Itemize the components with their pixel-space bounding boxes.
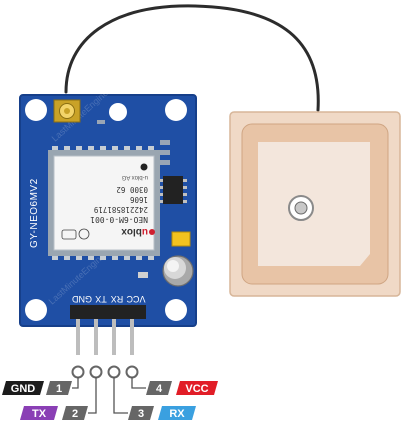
- antenna-patch: [258, 142, 370, 266]
- tantalum-capacitor: [171, 231, 191, 247]
- pin-number-3: 3: [138, 408, 144, 420]
- smd-component: [97, 120, 105, 124]
- smd-component: [160, 150, 170, 155]
- mount-hole-top-mid: [109, 103, 127, 121]
- antenna-feed-point: [294, 201, 308, 215]
- pin1-marker: [140, 163, 148, 171]
- pin-tag-tx-text: TX: [32, 408, 47, 420]
- pin-header: [70, 305, 146, 355]
- pin-tag-gnd-text: GND: [11, 383, 36, 395]
- pin-tag-gnd: [2, 381, 44, 395]
- pin-number-1: 1: [56, 383, 62, 395]
- pin-number-2: 2: [72, 408, 78, 420]
- module-code2: 0300 62: [116, 185, 148, 194]
- certification-marks: [61, 228, 90, 240]
- mount-hole-top-left: [25, 99, 47, 121]
- brand-dot: [149, 229, 155, 235]
- pin-tag-vcc-text: VCC: [185, 383, 208, 395]
- mount-hole-top-right: [165, 99, 187, 121]
- pin-tag-rx-text: RX: [169, 408, 185, 420]
- pin-label-4: 4 VCC: [146, 381, 218, 395]
- mount-hole-bottom-right: [165, 299, 187, 321]
- eeprom-chip: [163, 176, 183, 204]
- pin-contact-1: [71, 365, 85, 379]
- mount-hole-bottom-left: [25, 299, 47, 321]
- header-label-tx: TX: [95, 294, 107, 304]
- header-label-rx: RX: [111, 294, 124, 304]
- pin-label-2: TX 2: [20, 406, 88, 420]
- pin-contacts: [71, 365, 139, 379]
- pin-contact-3: [107, 365, 121, 379]
- module-code1: 1606: [129, 195, 148, 204]
- module-serial: 242218581719: [94, 205, 148, 214]
- pin-label-3: 3 RX: [128, 406, 196, 420]
- module-small: u-blox AG: [121, 174, 148, 180]
- pin-labels: GND 1 TX 2 3 RX 4 VCC: [2, 381, 218, 420]
- header-label-vcc: VCC: [126, 294, 146, 304]
- pin-number-2-box: [62, 406, 88, 420]
- patch-antenna: [229, 111, 401, 297]
- header-housing: [70, 305, 146, 319]
- pin-tag-tx: [20, 406, 58, 420]
- header-label-gnd: GND: [72, 294, 93, 304]
- module-text: ublox NEO-6M-0-001 242218581719 1606 030…: [61, 163, 155, 240]
- pin-number-3-box: [128, 406, 154, 420]
- leader-lines: [72, 377, 146, 414]
- pin-contact-4: [125, 365, 139, 379]
- pin-label-1: GND 1: [2, 381, 72, 395]
- pin-tag-vcc: [176, 381, 218, 395]
- antenna-cable: [64, 4, 320, 112]
- eeprom-pins: [159, 179, 187, 203]
- pin-number-4: 4: [156, 383, 163, 395]
- led: [138, 272, 148, 278]
- neo6m-module: ublox NEO-6M-0-001 242218581719 1606 030…: [48, 146, 160, 260]
- backup-battery: [162, 255, 194, 287]
- ufl-connector: [53, 99, 81, 123]
- pin-number-1-box: [46, 381, 72, 395]
- module-brand: ublox: [121, 226, 148, 237]
- smd-component: [160, 140, 170, 145]
- pcb-board: LastMinuteEngineers.com LastMinuteEngine…: [19, 66, 197, 327]
- pin-tag-rx: [158, 406, 196, 420]
- smd-component: [160, 160, 170, 165]
- pin-number-4-box: [146, 381, 172, 395]
- pin-contact-2: [89, 365, 103, 379]
- module-model: NEO-6M-0-001: [90, 215, 148, 224]
- board-name: GY-NEO6MV2: [29, 178, 40, 248]
- module-shield: [53, 155, 155, 251]
